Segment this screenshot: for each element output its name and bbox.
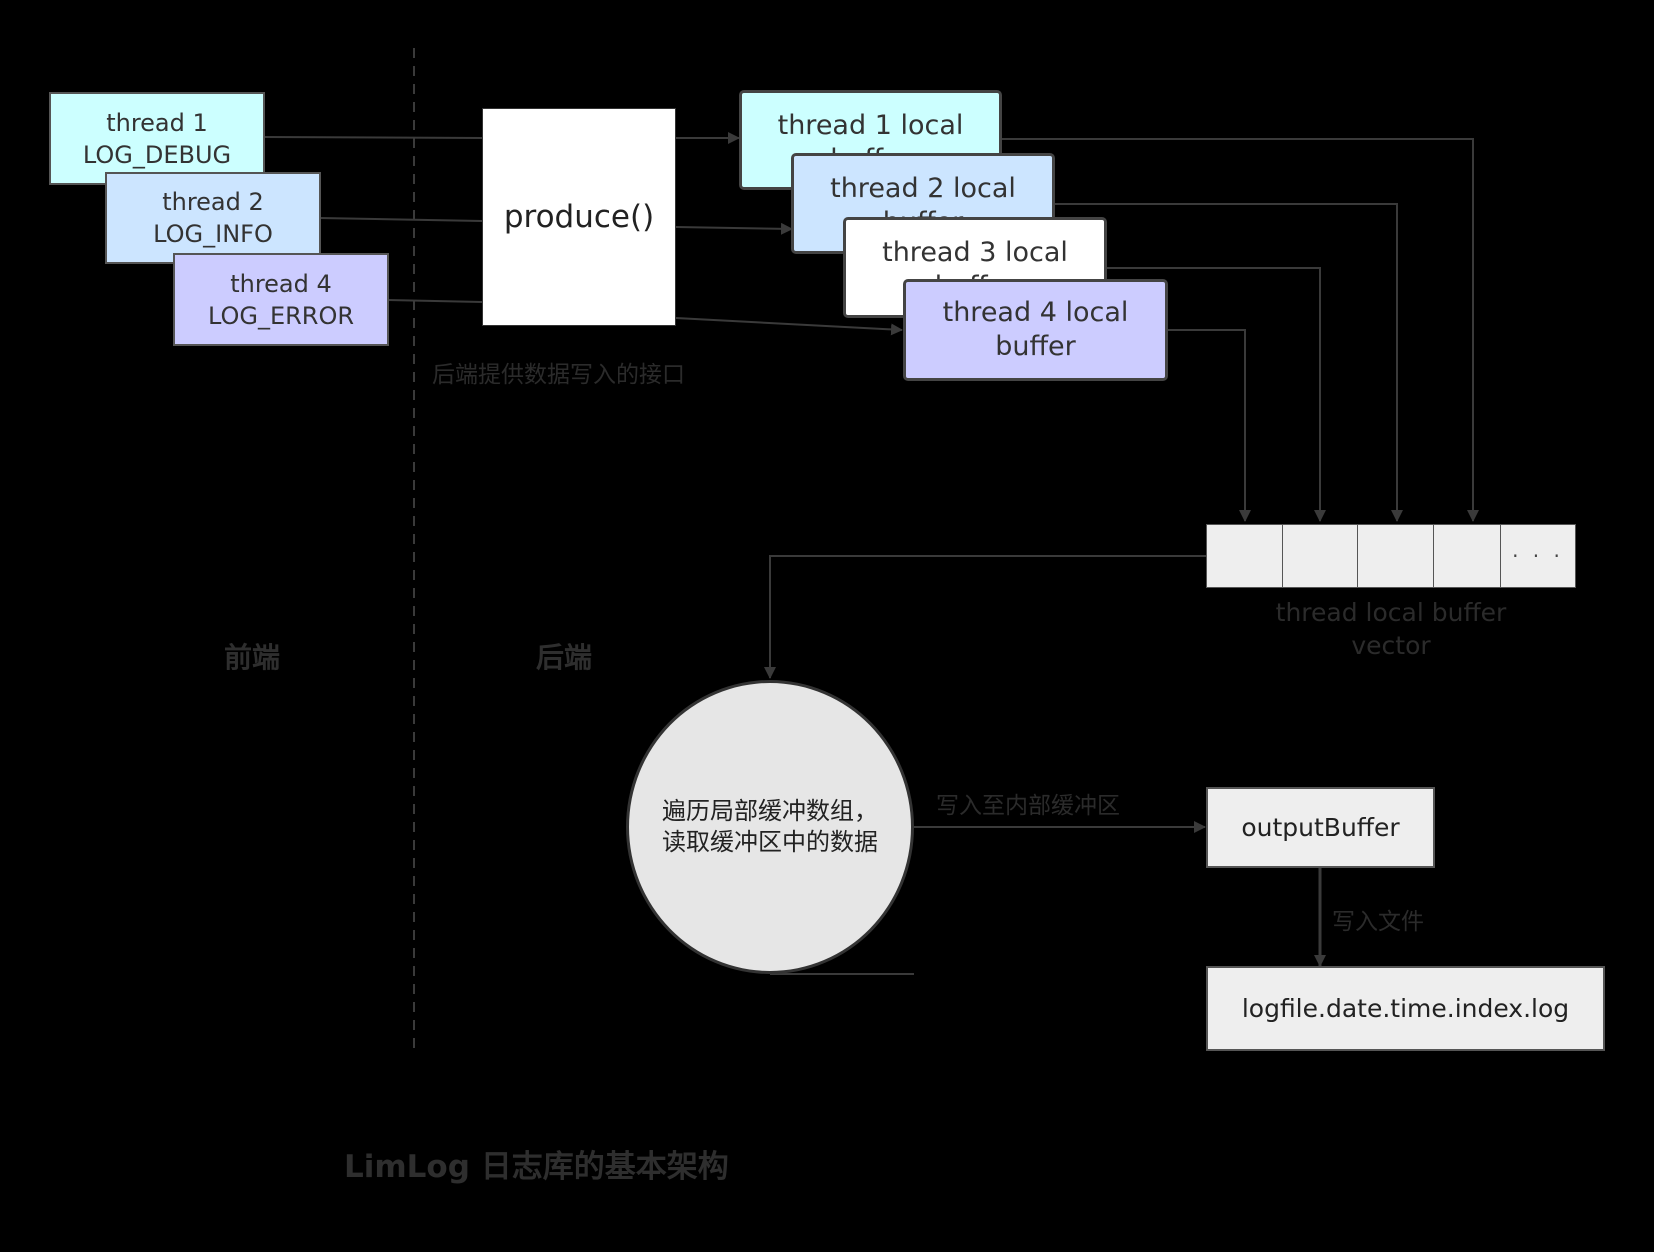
- produce-label: produce(): [503, 199, 655, 235]
- thread1-input-line1: thread 1: [106, 108, 208, 137]
- write-file-label: 写入文件: [1332, 909, 1424, 935]
- thread4-input-line1: thread 4: [230, 269, 332, 298]
- local-buffer-4-line1: thread 4 local: [942, 297, 1129, 328]
- vector-cell-3: [1357, 524, 1434, 588]
- vector-cell-2: [1282, 524, 1358, 588]
- produce-box: produce(): [482, 108, 676, 326]
- vector-cell-1: [1206, 524, 1283, 588]
- local-buffer-2-line1: thread 2 local: [830, 173, 1016, 204]
- connector-thread2-produce: [319, 217, 483, 222]
- arrow-produce-local2: [675, 222, 793, 235]
- thread1-input-line2: LOG_DEBUG: [82, 140, 232, 169]
- thread4-input-box: thread 4 LOG_ERROR: [173, 253, 389, 346]
- thread4-input-line2: LOG_ERROR: [207, 301, 355, 330]
- vector-cell-4: [1433, 524, 1501, 588]
- connector-thread1-produce: [263, 136, 483, 139]
- vector-cell-ellipsis: · · ·: [1500, 524, 1576, 588]
- arrow-produce-local4: [675, 317, 903, 336]
- connector-thread4-produce: [387, 299, 483, 303]
- local-buffer-4-line2: buffer: [995, 331, 1076, 362]
- write-internal-label: 写入至内部缓冲区: [936, 793, 1120, 819]
- vector-caption-line1: thread local buffer: [1275, 598, 1507, 627]
- vector-caption: thread local buffer vector: [1206, 596, 1576, 662]
- backend-label: 后端: [536, 641, 593, 674]
- thread2-input-line1: thread 2: [162, 188, 264, 216]
- thread2-input-box: thread 2 LOG_INFO: [105, 172, 321, 264]
- logfile-label: logfile.date.time.index.log: [1241, 994, 1570, 1023]
- output-buffer-box: outputBuffer: [1206, 787, 1435, 868]
- diagram-title: LimLog 日志库的基本架构: [344, 1149, 729, 1185]
- arrow-vector-process: [764, 555, 1206, 679]
- local-buffer-3-line1: thread 3 local: [882, 237, 1068, 268]
- process-line2: 读取缓冲区中的数据: [662, 828, 878, 856]
- thread2-input-line2: LOG_INFO: [153, 220, 273, 248]
- vector-ellipsis: · · ·: [1512, 544, 1564, 568]
- vector-caption-line2: vector: [1351, 631, 1431, 660]
- arrow-local2-vector: [1053, 203, 1403, 522]
- arrow-local1-vector: [1000, 138, 1479, 522]
- arrow-local3-vector: [1105, 267, 1326, 522]
- local-buffer-1-line1: thread 1 local: [777, 110, 964, 141]
- thread1-input-box: thread 1 LOG_DEBUG: [49, 92, 265, 185]
- output-buffer-label: outputBuffer: [1241, 813, 1400, 842]
- local-buffer-4: thread 4 local buffer: [903, 279, 1168, 381]
- logfile-box: logfile.date.time.index.log: [1206, 966, 1605, 1051]
- process-circle: 遍历局部缓冲数组， 读取缓冲区中的数据: [626, 680, 914, 974]
- frontend-label: 前端: [224, 641, 281, 674]
- interface-caption: 后端提供数据写入的接口: [432, 362, 685, 388]
- arrow-local4-vector: [1166, 329, 1251, 522]
- process-line1: 遍历局部缓冲数组，: [662, 797, 878, 825]
